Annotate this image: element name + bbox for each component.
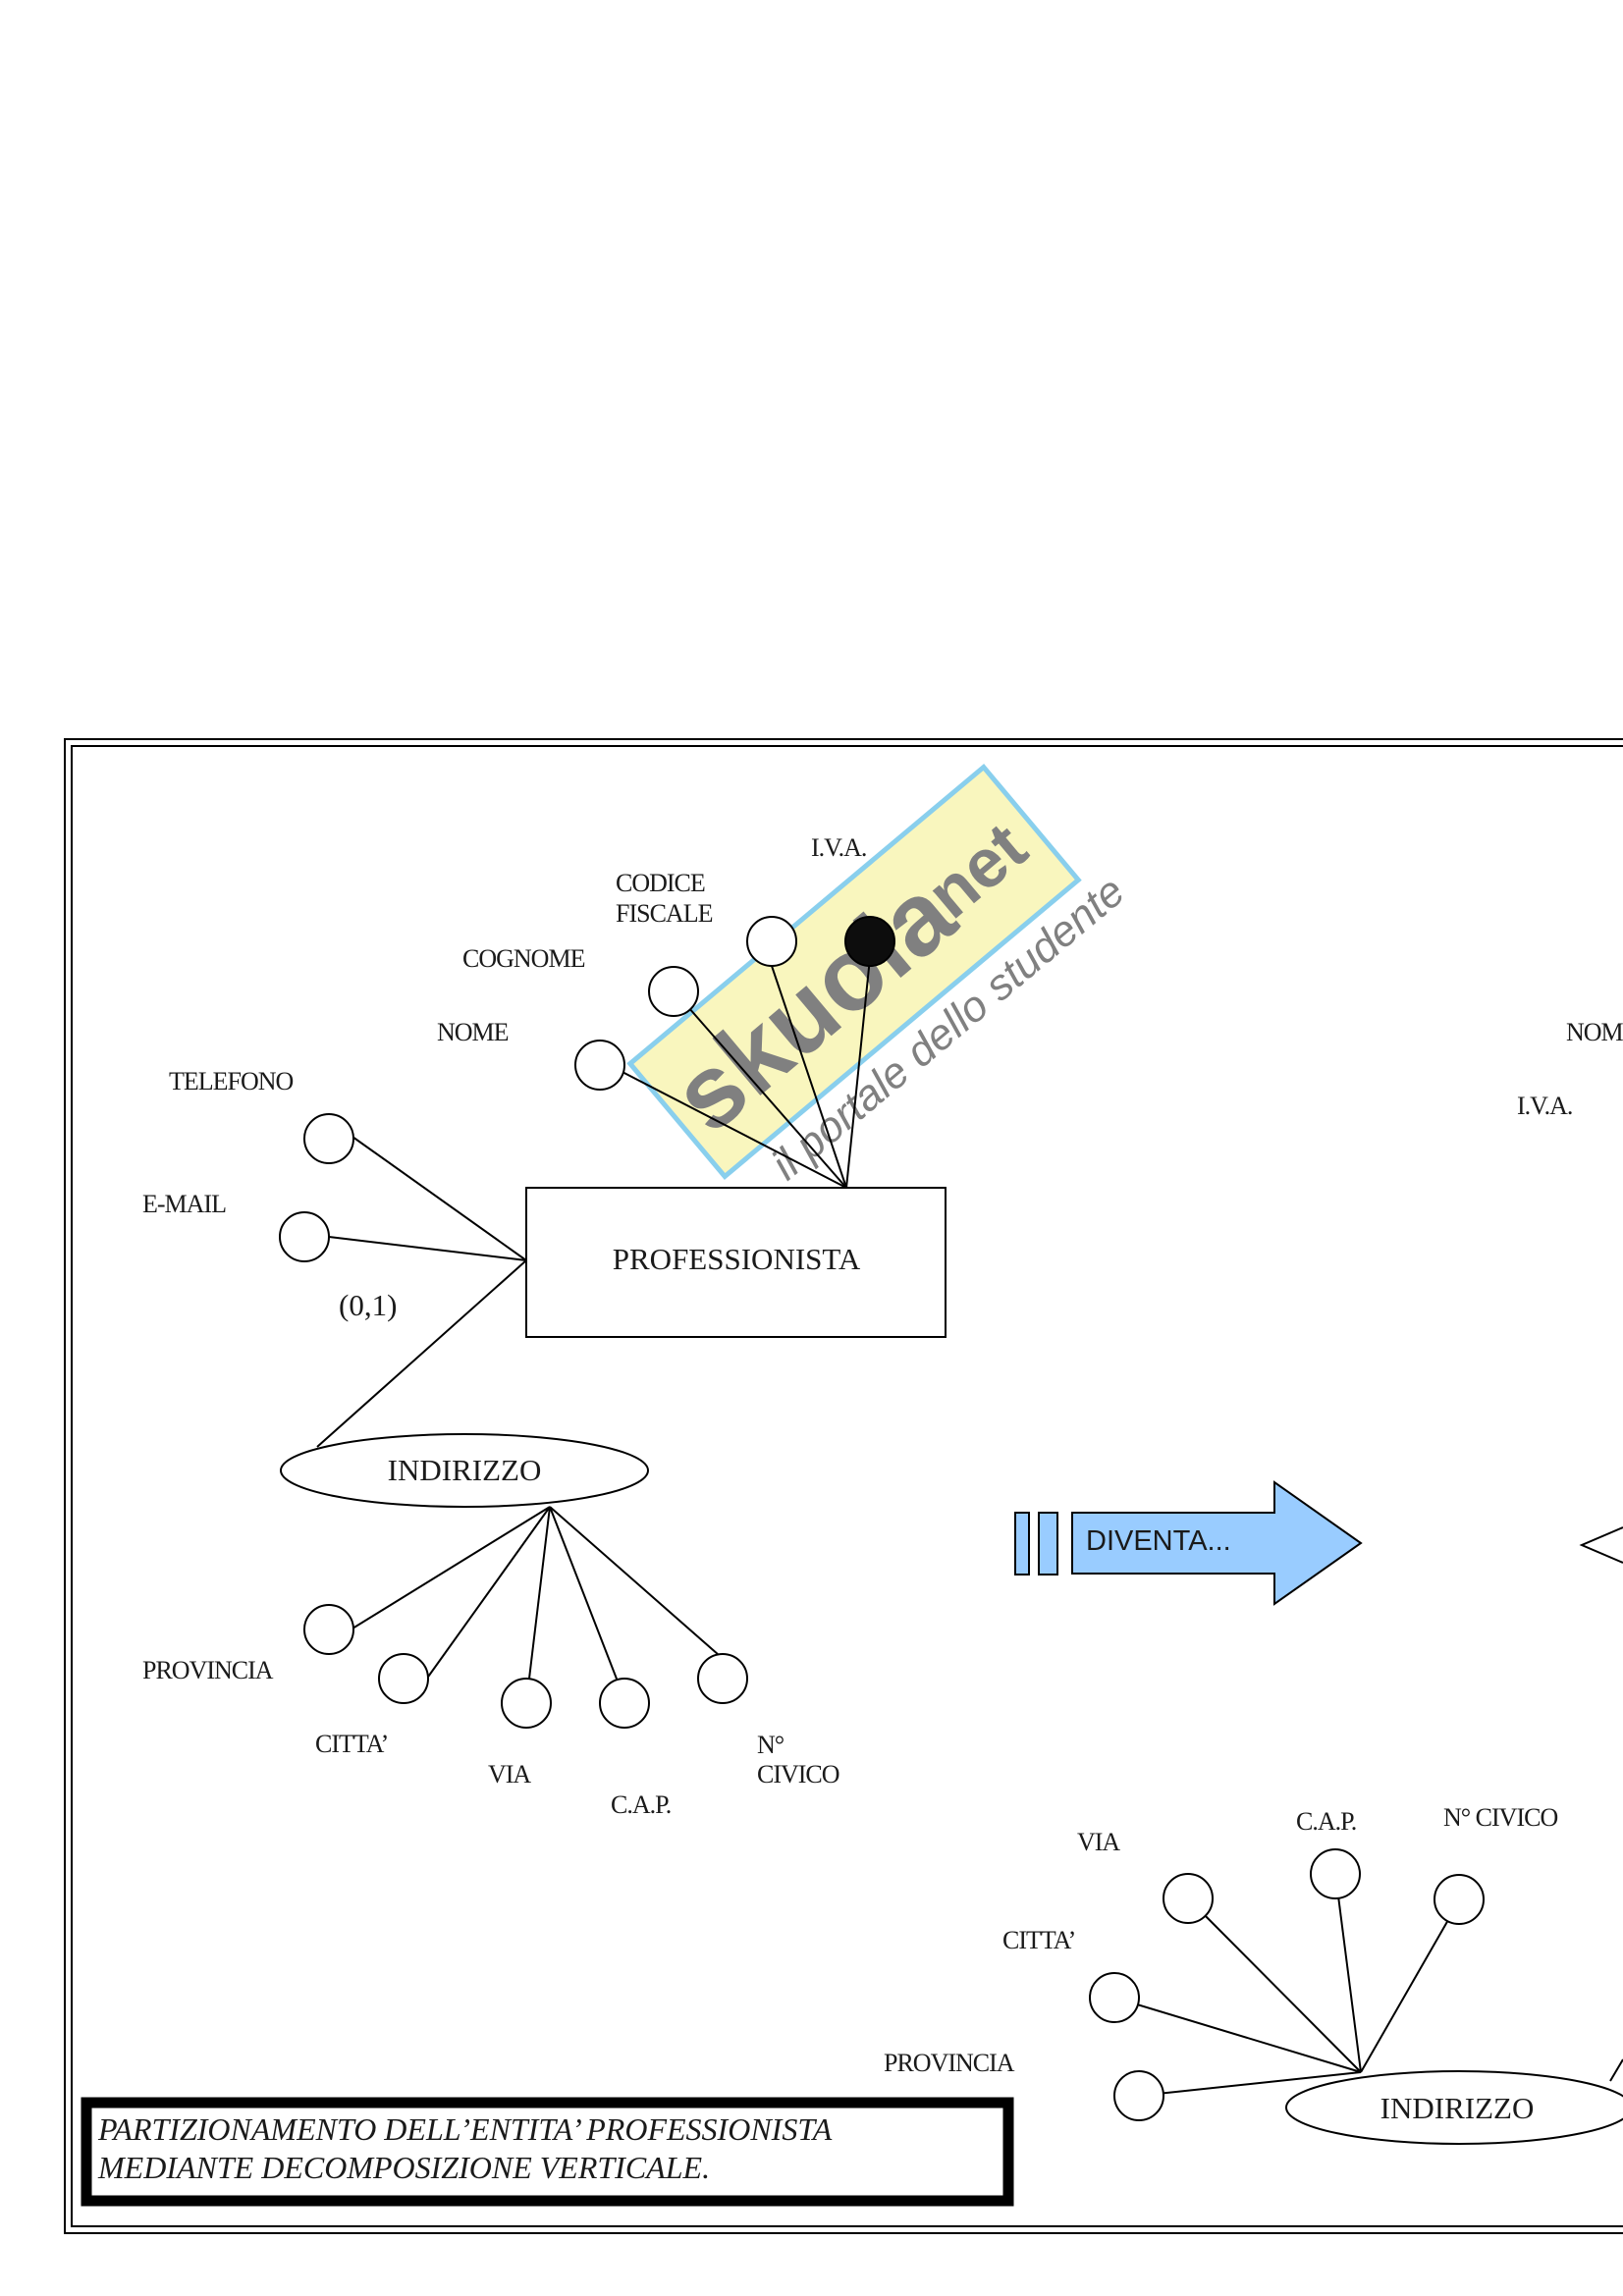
composite-indirizzo-left-label: INDIRIZZO xyxy=(388,1453,542,1487)
r-addr-cap-label: C.A.P. xyxy=(1296,1807,1356,1836)
right-diamond-edge xyxy=(1579,1526,1623,1564)
attr-iva-label: I.V.A. xyxy=(811,833,866,862)
addr-provincia-label: PROVINCIA xyxy=(142,1656,274,1684)
arrow-body xyxy=(1071,1480,1363,1606)
r-addr-via-label: VIA xyxy=(1077,1828,1120,1856)
attr-nome-label: NOME xyxy=(437,1018,509,1046)
watermark-logo: skuola .net il portale dello studente xyxy=(626,763,1134,1190)
attr-cognome-circle xyxy=(648,966,699,1017)
attr-iva-key-circle xyxy=(844,916,895,967)
attr-cognome-label: COGNOME xyxy=(462,944,585,973)
r-addr-via-circle xyxy=(1163,1873,1214,1924)
attr-email-label: E-MAIL xyxy=(142,1190,226,1218)
attr-email-circle xyxy=(279,1211,330,1262)
entity-professionista xyxy=(525,1187,947,1338)
addr-citta-label: CITTA’ xyxy=(315,1730,388,1758)
left-attribute-circles xyxy=(279,916,895,1262)
r-addr-provincia-circle xyxy=(1113,2070,1164,2121)
addr-via-label: VIA xyxy=(488,1760,531,1789)
right-address-circles xyxy=(1089,1848,1485,2121)
addr-provincia-circle xyxy=(303,1604,354,1655)
attr-telefono-circle xyxy=(303,1113,354,1164)
r-addr-civico-label: N° CIVICO xyxy=(1443,1803,1557,1832)
addr-via-circle xyxy=(501,1678,552,1729)
diventa-arrow xyxy=(1014,1480,1363,1606)
r-addr-civico-circle xyxy=(1434,1874,1485,1925)
composite-indirizzo-left xyxy=(280,1433,649,1508)
r-addr-citta-circle xyxy=(1089,1972,1140,2023)
addr-civico-circle xyxy=(697,1653,748,1704)
caption-box xyxy=(81,2097,1014,2207)
attr-codice-fiscale-label: CODICE xyxy=(616,869,705,897)
addr-cap-circle xyxy=(599,1678,650,1729)
left-connector-lines xyxy=(316,957,871,1705)
r-addr-cap-circle xyxy=(1310,1848,1361,1899)
entity-professionista-label: PROFESSIONISTA xyxy=(613,1242,861,1276)
arrow-label: DIVENTA... xyxy=(1086,1525,1231,1557)
addr-citta-circle xyxy=(378,1653,429,1704)
attr-nome-circle xyxy=(574,1040,625,1091)
caption-line-2: MEDIANTE DECOMPOSIZIONE VERTICALE. xyxy=(97,2150,710,2185)
watermark-box xyxy=(626,763,1082,1181)
right-connector-lines xyxy=(1113,1872,1623,2097)
addr-civico-label: N° xyxy=(757,1731,784,1759)
attr-telefono-label: TELEFONO xyxy=(169,1067,294,1095)
attr-codice-fiscale-label-2: FISCALE xyxy=(616,899,713,928)
arrow-stripe-2 xyxy=(1038,1512,1058,1575)
addr-civico-label-2: CIVICO xyxy=(757,1760,839,1789)
caption-line-1: PARTIZIONAMENTO DELL’ENTITA’ PROFESSIONI… xyxy=(97,2111,833,2147)
right-attr-iva-label: I.V.A. xyxy=(1517,1092,1572,1120)
composite-indirizzo-right xyxy=(1285,2070,1623,2145)
r-addr-citta-label: CITTA’ xyxy=(1002,1926,1075,1954)
arrow-stripe-1 xyxy=(1014,1512,1030,1575)
addr-cap-label: C.A.P. xyxy=(611,1790,671,1819)
cardinality-label: (0,1) xyxy=(339,1288,397,1322)
attr-codice-fiscale-circle xyxy=(746,916,797,967)
r-addr-provincia-label: PROVINCIA xyxy=(884,2049,1015,2077)
composite-indirizzo-right-label: INDIRIZZO xyxy=(1380,2091,1535,2125)
page-frame xyxy=(64,738,1623,2234)
right-attr-nome-label: NOM xyxy=(1566,1018,1623,1046)
left-address-circles xyxy=(303,1604,748,1729)
